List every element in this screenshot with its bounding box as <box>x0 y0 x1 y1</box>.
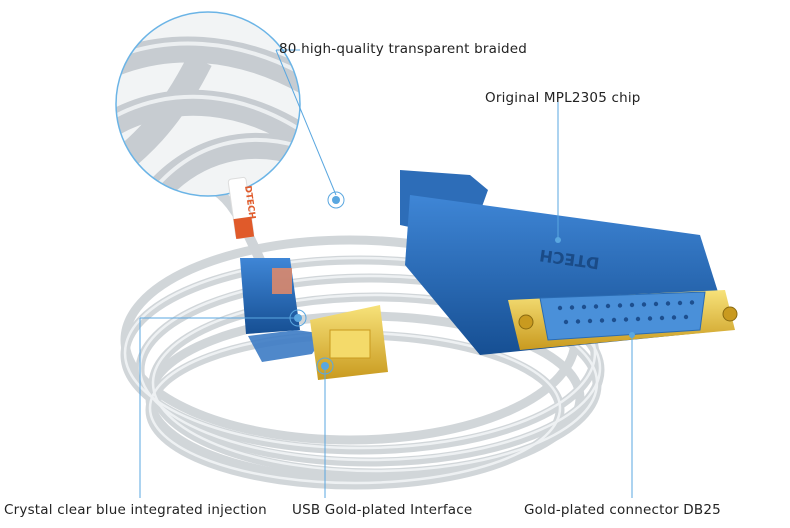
db25-connector-label: Gold-plated connector DB25 <box>524 502 721 518</box>
chip-label: Original MPL2305 chip <box>485 90 641 106</box>
db25-connector: DTECH <box>400 170 738 355</box>
braided-cable-label: 80 high-quality transparent braided <box>279 41 528 57</box>
usb-connector <box>240 258 388 380</box>
brand-tag: DTECH <box>227 176 257 240</box>
leader-lines <box>139 49 633 498</box>
leader-markers <box>289 191 635 375</box>
usb-interface-label: USB Gold-plated Interface <box>292 502 473 518</box>
blue-injection-label: Crystal clear blue integrated injection <box>4 502 267 518</box>
brand-tag-text: DTECH <box>242 185 257 220</box>
